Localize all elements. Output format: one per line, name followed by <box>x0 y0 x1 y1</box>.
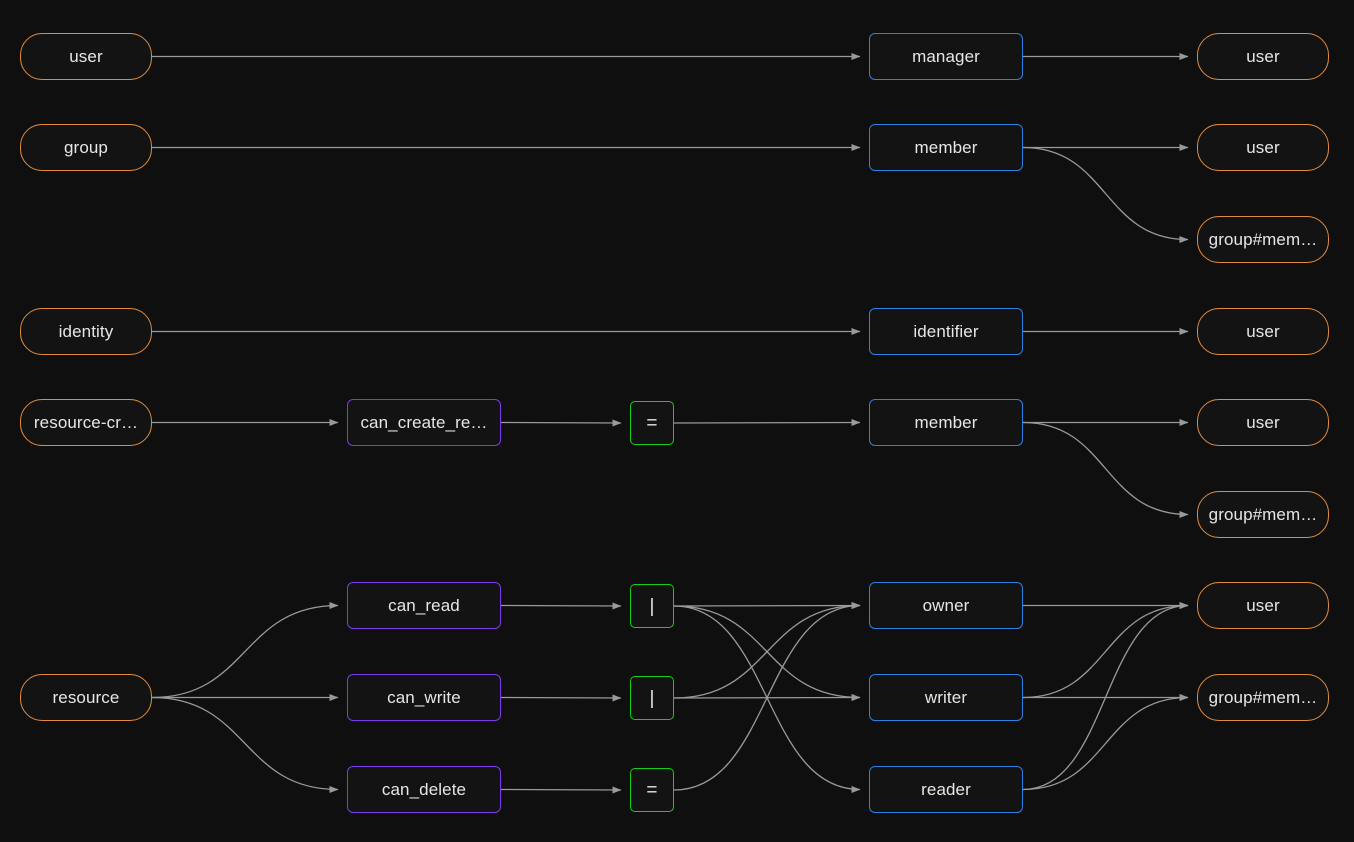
graph-edge <box>673 419 861 427</box>
graph-node-label: can_read <box>388 596 460 615</box>
graph-node-label: user <box>1246 596 1280 615</box>
graph-node-type[interactable]: group#mem… <box>1197 491 1329 538</box>
graph-edge <box>500 694 622 702</box>
graph-node-label: manager <box>912 47 980 66</box>
graph-node-label: group <box>64 138 108 157</box>
graph-node-label: writer <box>924 688 968 707</box>
graph-node-label: identity <box>58 322 114 341</box>
graph-node-label: user <box>1246 47 1280 66</box>
graph-node-label: | <box>649 687 655 709</box>
graph-edge <box>1022 146 1189 243</box>
graph-edge <box>673 602 861 791</box>
graph-edge <box>673 602 861 610</box>
graph-node-type[interactable]: resource <box>20 674 152 721</box>
graph-node-operator[interactable]: = <box>630 768 674 812</box>
graph-node-label: resource-cr… <box>33 413 139 432</box>
graph-edge <box>151 696 339 793</box>
graph-node-type[interactable]: user <box>1197 33 1329 80</box>
graph-node-type[interactable]: identity <box>20 308 152 355</box>
graph-node-label: can_create_re… <box>360 413 488 432</box>
graph-edge <box>673 602 861 699</box>
graph-node-label: can_delete <box>381 780 467 799</box>
graph-node-label: identifier <box>913 322 979 341</box>
graph-node-operator[interactable]: | <box>630 584 674 628</box>
graph-node-label: group#mem… <box>1208 230 1318 249</box>
graph-edge <box>500 419 622 427</box>
graph-node-label: = <box>646 412 658 434</box>
graph-node-type[interactable]: user <box>1197 399 1329 446</box>
graph-edge <box>500 602 622 610</box>
graph-node-relation[interactable]: member <box>869 399 1023 446</box>
graph-node-type[interactable]: group <box>20 124 152 171</box>
graph-edge <box>1022 602 1189 699</box>
graph-node-label: user <box>1246 413 1280 432</box>
graph-node-label: user <box>1246 322 1280 341</box>
graph-node-label: = <box>646 779 658 801</box>
graph-node-relation[interactable]: reader <box>869 766 1023 813</box>
graph-node-label: group#mem… <box>1208 688 1318 707</box>
graph-node-operator[interactable]: | <box>630 676 674 720</box>
graph-node-relation[interactable]: manager <box>869 33 1023 80</box>
graph-node-label: can_write <box>387 688 461 707</box>
graph-node-label: owner <box>922 596 970 615</box>
graph-node-permission[interactable]: can_create_re… <box>347 399 501 446</box>
graph-node-label: | <box>649 595 655 617</box>
graph-node-type[interactable]: group#mem… <box>1197 216 1329 263</box>
graph-node-type[interactable]: resource-cr… <box>20 399 152 446</box>
graph-edge <box>1022 602 1189 791</box>
graph-node-label: user <box>1246 138 1280 157</box>
graph-node-relation[interactable]: writer <box>869 674 1023 721</box>
graph-edge <box>1022 421 1189 518</box>
graph-edge <box>500 786 622 794</box>
graph-node-type[interactable]: user <box>20 33 152 80</box>
graph-node-type[interactable]: user <box>1197 124 1329 171</box>
graph-node-type[interactable]: group#mem… <box>1197 674 1329 721</box>
graph-node-label: resource <box>52 688 120 707</box>
graph-edge <box>673 605 861 701</box>
graph-node-label: group#mem… <box>1208 505 1318 524</box>
graph-node-relation[interactable]: owner <box>869 582 1023 629</box>
graph-node-permission[interactable]: can_delete <box>347 766 501 813</box>
graph-edge <box>673 694 861 702</box>
graph-node-permission[interactable]: can_write <box>347 674 501 721</box>
graph-node-label: reader <box>921 780 971 799</box>
graph-edge <box>1022 694 1189 791</box>
graph-node-permission[interactable]: can_read <box>347 582 501 629</box>
graph-node-label: user <box>69 47 103 66</box>
graph-edge <box>151 602 339 699</box>
graph-node-type[interactable]: user <box>1197 308 1329 355</box>
graph-node-label: member <box>914 138 978 157</box>
graph-node-type[interactable]: user <box>1197 582 1329 629</box>
graph-node-relation[interactable]: member <box>869 124 1023 171</box>
graph-node-relation[interactable]: identifier <box>869 308 1023 355</box>
graph-node-label: member <box>914 413 978 432</box>
graph-edge <box>673 605 861 793</box>
graph-node-operator[interactable]: = <box>630 401 674 445</box>
